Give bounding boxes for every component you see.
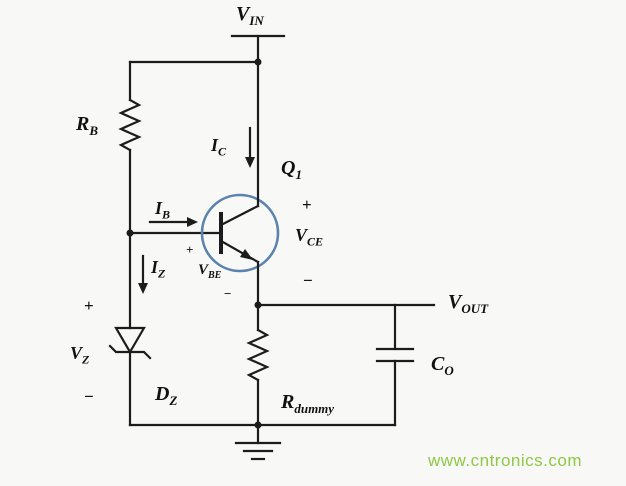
rdummy-label: Rdummy xyxy=(281,391,335,416)
iz-arrowhead xyxy=(138,283,148,294)
junction-dot-top xyxy=(254,58,262,66)
ic-arrowhead xyxy=(245,157,255,168)
q1-label: Q1 xyxy=(281,157,302,182)
rb-resistor xyxy=(118,98,142,152)
watermark-text: www.cntronics.com xyxy=(428,451,582,470)
ic-label: IC xyxy=(211,135,227,159)
transistor-collector xyxy=(219,204,260,227)
vin-label: VIN xyxy=(236,3,264,28)
rb-label: RB xyxy=(76,113,99,138)
junction-dot-output xyxy=(254,301,262,309)
vz-plus-sign: + xyxy=(84,296,94,315)
junction-dot-base xyxy=(126,229,134,237)
ib-arrowhead xyxy=(187,217,198,227)
vz-minus-sign: − xyxy=(84,387,94,406)
ib-label: IB xyxy=(155,198,171,222)
vbe-label: VBE xyxy=(198,262,222,281)
dz-label: DZ xyxy=(155,383,178,408)
co-label: CO xyxy=(431,353,454,378)
zener-diode-triangle xyxy=(114,326,146,355)
transistor-circle xyxy=(200,193,280,273)
vz-label: VZ xyxy=(70,343,90,367)
vout-label: VOUT xyxy=(448,291,489,316)
junction-dot-ground xyxy=(254,421,262,429)
vbe-minus-sign: − xyxy=(224,286,232,301)
rdummy-resistor xyxy=(246,328,270,382)
vce-plus-sign: + xyxy=(302,195,312,214)
iz-label: IZ xyxy=(151,257,166,281)
vce-minus-sign: − xyxy=(303,271,313,290)
transistor-emitter xyxy=(219,239,260,264)
vbe-plus-sign: + xyxy=(186,242,194,257)
emitter-arrowhead xyxy=(240,249,253,260)
vce-label: VCE xyxy=(295,225,324,249)
